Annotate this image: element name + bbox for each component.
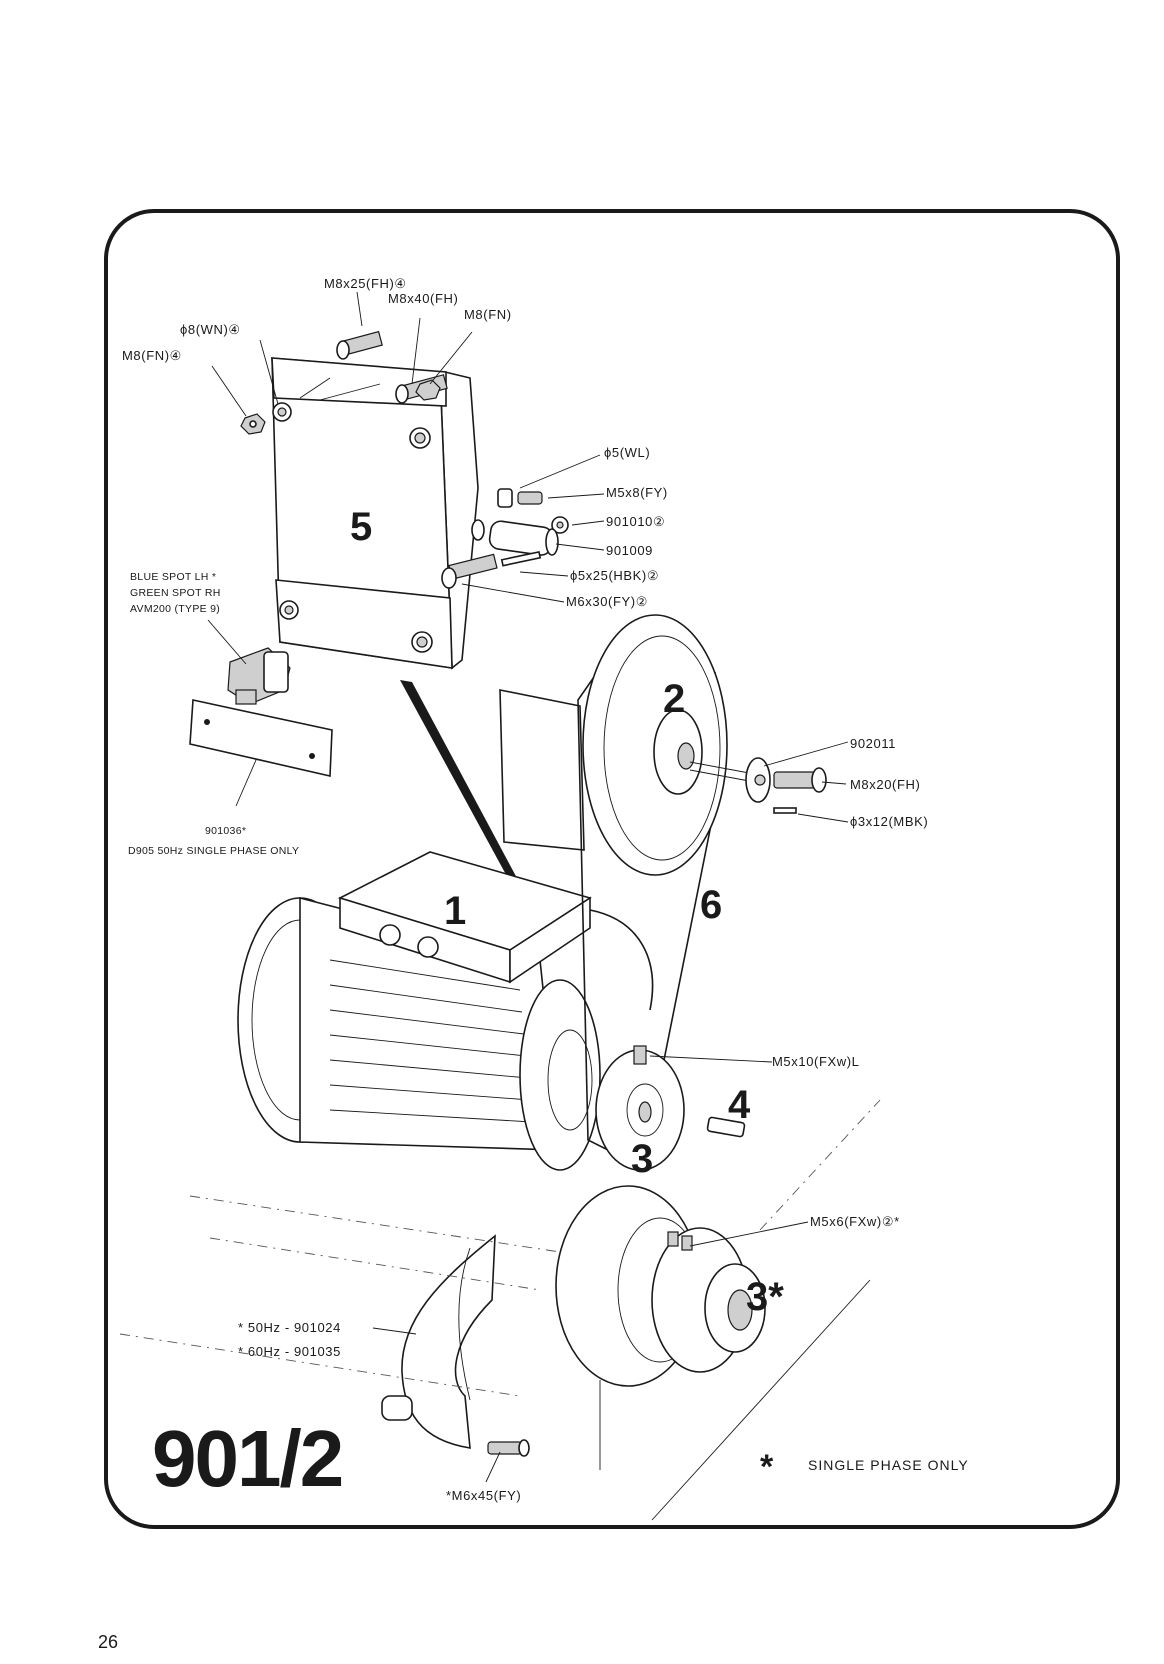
- callout-dia3x12-mbk: ϕ3x12(MBK): [850, 814, 928, 829]
- part-number-motor: 1: [444, 889, 466, 933]
- part-number-key: 4: [728, 1083, 751, 1127]
- callout-d905-note: D905 50Hz SINGLE PHASE ONLY: [128, 845, 299, 857]
- side-fasteners-drawing: [441, 488, 569, 589]
- callout-901009: 901009: [606, 543, 653, 558]
- mounting-plate-drawing: [271, 357, 585, 882]
- callout-mount-line2: GREEN SPOT RH: [130, 587, 221, 599]
- leader-lines: [207, 291, 849, 1483]
- belt-guard-drawing: [381, 1234, 530, 1457]
- callout-m5x10-fxw: M5x10(FXw)L: [772, 1054, 860, 1069]
- part-number-hub: 3: [631, 1137, 653, 1181]
- callout-m8-fn-left: M8(FN)④: [122, 348, 182, 363]
- callout-m8-fn-top: M8(FN): [464, 307, 512, 322]
- callout-guard-50hz: * 50Hz - 901024: [238, 1320, 341, 1335]
- construction-lines: [119, 1099, 881, 1521]
- callout-guard-60hz: * 60Hz - 901035: [238, 1344, 341, 1359]
- motor-drawing: [237, 851, 654, 1171]
- callout-mount-line1: BLUE SPOT LH *: [130, 571, 216, 583]
- callout-902011: 902011: [850, 736, 896, 751]
- callout-dia8-wn: ϕ8(WN)④: [180, 322, 241, 337]
- part-number-belt: 6: [700, 883, 722, 927]
- rubber-mount-drawing: [189, 647, 333, 777]
- single-phase-pulley-drawing: [555, 1185, 766, 1387]
- motor-pulley-drawing: [577, 614, 827, 1151]
- part-number-motor-pulley: 2: [663, 677, 685, 721]
- callout-m8x40-fh: M8x40(FH): [388, 291, 458, 306]
- callout-dia5-wl: ϕ5(WL): [604, 445, 650, 460]
- footnote-text: SINGLE PHASE ONLY: [808, 1457, 969, 1473]
- callout-mount-line3: AVM200 (TYPE 9): [130, 603, 220, 615]
- page-number: 26: [98, 1632, 118, 1652]
- callout-901010: 901010②: [606, 514, 665, 529]
- callout-m8x20-fh: M8x20(FH): [850, 777, 920, 792]
- figure-number: 901/2: [152, 1414, 342, 1503]
- callout-dia5x25-hbk: ϕ5x25(HBK)②: [570, 568, 659, 583]
- part-number-single-phase-pulley: 3*: [746, 1275, 784, 1319]
- part-number-mounting-plate: 5: [350, 505, 372, 549]
- callout-m5x6-fxw: M5x6(FXw)②*: [810, 1214, 900, 1229]
- callout-m8x25-fh: M8x25(FH)④: [324, 276, 407, 291]
- diagram-frame: [104, 209, 1120, 1529]
- footnote-symbol: *: [760, 1448, 774, 1486]
- hub-and-key-drawing: [595, 1045, 746, 1171]
- callout-m6x30-fy: M6x30(FY)②: [566, 594, 648, 609]
- callout-901036: 901036*: [205, 825, 246, 837]
- callout-m6x45-fy: *M6x45(FY): [446, 1488, 521, 1503]
- top-fasteners-drawing: [240, 330, 448, 435]
- callout-m5x8-fy: M5x8(FY): [606, 485, 668, 500]
